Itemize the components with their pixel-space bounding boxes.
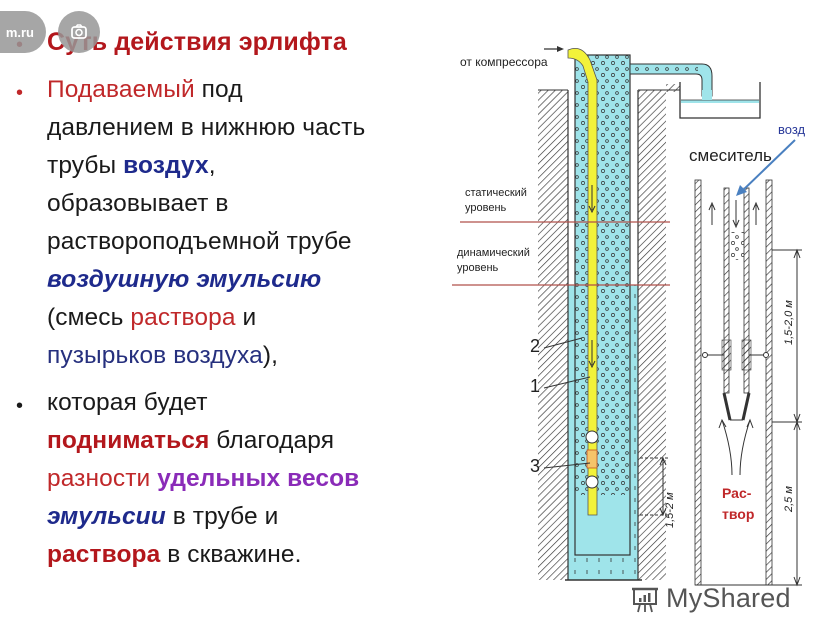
term-air-bubbles: пузырьков воздуха [47, 342, 263, 369]
text-line: подниматься благодаря [47, 427, 334, 455]
term-difference: разности [47, 465, 158, 492]
dynamic-level-label-2: уровень [457, 262, 499, 274]
text-line: (смесь раствора и [47, 304, 256, 332]
text-span: в трубе и [165, 503, 279, 530]
term-emulsion: эмульсии [47, 503, 166, 530]
term-solution-bold: раствора [47, 541, 161, 568]
text-span: , [208, 152, 216, 179]
casing-left [694, 179, 702, 586]
term-air: воздух [123, 152, 209, 179]
dim-left-label: 1,5-2 м [664, 492, 676, 528]
text-line: раствороподъемной трубе [47, 228, 352, 255]
text-line: которая будет [47, 389, 208, 416]
airlift-diagram: 1,5-2 м 1,5-2,0 м 2,5 м [452, 46, 802, 587]
solution-label-1: Рас- [722, 485, 752, 501]
text-span: в скважине. [160, 541, 302, 568]
lens-search-button[interactable] [58, 11, 100, 53]
source-site-pill[interactable]: m.ru [0, 11, 46, 53]
air-label: возд [778, 122, 806, 137]
ground-right [638, 90, 666, 580]
casing-right [765, 179, 773, 586]
text-span: трубы [47, 152, 124, 179]
mixer [586, 449, 598, 469]
ground-top-right [666, 84, 680, 92]
text-line: образовывает в [47, 190, 229, 217]
label-1: 1 [530, 376, 541, 396]
source-site-text: m.ru [5, 24, 34, 40]
bullet: • [16, 395, 24, 417]
text-span: и [235, 304, 257, 331]
dim-right-top-label: 1,5-2,0 м [783, 300, 795, 345]
text-line: Подаваемый под [47, 76, 243, 104]
solution-label-2: твор [722, 506, 755, 522]
outlet-tank [679, 82, 761, 119]
text-span: благодаря [209, 427, 335, 454]
term-solution: раствора [130, 304, 236, 331]
air-pipe [567, 47, 598, 516]
label-2: 2 [530, 336, 541, 356]
text-line: разности удельных весов [47, 465, 359, 493]
camera-search-icon [71, 24, 87, 39]
term-air-emulsion: воздушную эмульсию [47, 266, 322, 293]
text-line: давлением в нижнюю часть [47, 114, 366, 141]
text-span: (смесь [47, 304, 131, 331]
static-level-label-2: уровень [465, 202, 507, 214]
bullet: • [16, 82, 24, 104]
watermark-brand: MyShared [666, 583, 791, 613]
presentation-board-icon [632, 587, 658, 612]
label-3: 3 [530, 456, 541, 476]
slide-text: • Суть действия эрлифта • Подаваемый под… [16, 28, 366, 569]
static-level-label-1: статический [465, 187, 527, 199]
text-span: под [194, 76, 243, 103]
text-line: раствора в скважине. [47, 541, 302, 569]
text-line: трубы воздух, [47, 152, 216, 180]
term-specific-weights: удельных весов [157, 465, 360, 492]
dynamic-level-label-1: динамический [457, 247, 530, 259]
inner-tube-left [723, 187, 730, 394]
from-compressor-label: от компрессора [460, 55, 548, 69]
mixer-label: смеситель [689, 146, 772, 165]
ground-left [538, 90, 568, 580]
text-line: эмульсии в трубе и [47, 503, 278, 531]
dim-right-bottom-label: 2,5 м [783, 486, 795, 513]
text-span: ), [262, 342, 278, 369]
text-line: пузырьков воздуха), [47, 342, 278, 370]
term-supplied: Подаваемый [47, 76, 195, 103]
term-rise: подниматься [47, 427, 210, 454]
myshared-watermark: MyShared [630, 583, 791, 614]
